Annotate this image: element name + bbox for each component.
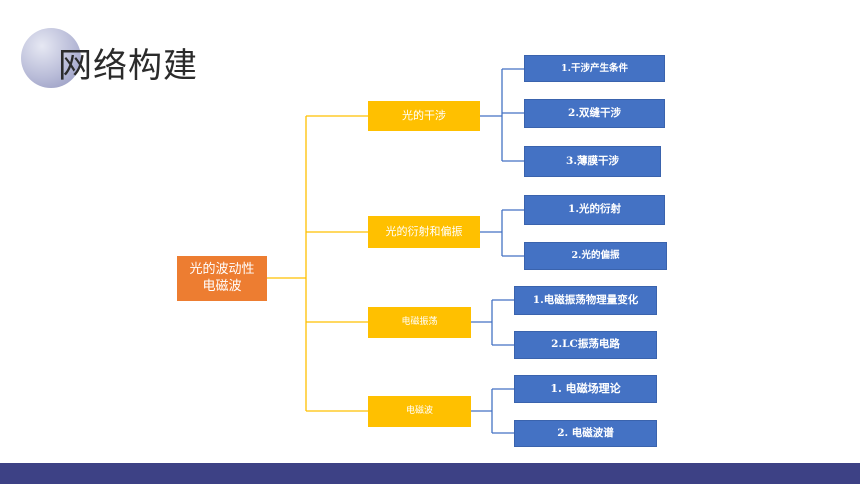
leaf-node: 2.双缝干涉 [524,99,665,128]
leaf-node: 2.光的偏振 [524,242,667,270]
leaf-node: 2.LC振荡电路 [514,331,657,359]
leaf-node: 1.电磁振荡物理量变化 [514,286,657,315]
leaf-node: 1. 电磁场理论 [514,375,657,403]
branch-node-em-oscillation: 电磁振荡 [368,307,471,338]
title-decoration-circle [21,28,81,88]
leaf-node: 2. 电磁波谱 [514,420,657,447]
leaf-node: 1.光的衍射 [524,195,665,225]
branch-node-diffraction-polarization: 光的衍射和偏振 [368,216,480,248]
leaf-node: 1.干涉产生条件 [524,55,665,82]
root-node: 光的波动性 电磁波 [177,256,267,301]
branch-node-em-wave: 电磁波 [368,396,471,427]
branch-node-interference: 光的干涉 [368,101,480,131]
slide-title: 网络构建 [58,46,198,86]
leaf-node: 3.薄膜干涉 [524,146,661,177]
footer-bar [0,463,860,484]
